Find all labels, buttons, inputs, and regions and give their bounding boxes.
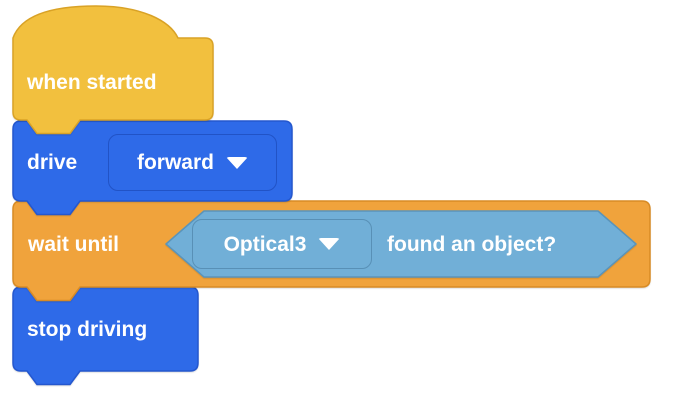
optical-sensor-dropdown[interactable]: Optical3 xyxy=(192,219,372,269)
dropdown-arrow-icon xyxy=(318,238,341,250)
wait-until-label: wait until xyxy=(28,233,119,256)
found-an-object-label: found an object? xyxy=(387,233,557,256)
dropdown-arrow-icon xyxy=(226,156,248,169)
drive-direction-dropdown[interactable]: forward xyxy=(108,134,277,191)
optical-sensor-value: Optical3 xyxy=(223,232,307,256)
when-started-label: when started xyxy=(27,71,157,94)
drive-label: drive xyxy=(27,151,78,174)
stop-driving-label: stop driving xyxy=(27,318,148,341)
optical-condition-hexagon-shape[interactable] xyxy=(165,210,637,278)
drive-direction-value: forward xyxy=(136,151,214,174)
when-started-block-shape[interactable] xyxy=(12,5,214,135)
drive-block-shape[interactable] xyxy=(12,120,293,216)
